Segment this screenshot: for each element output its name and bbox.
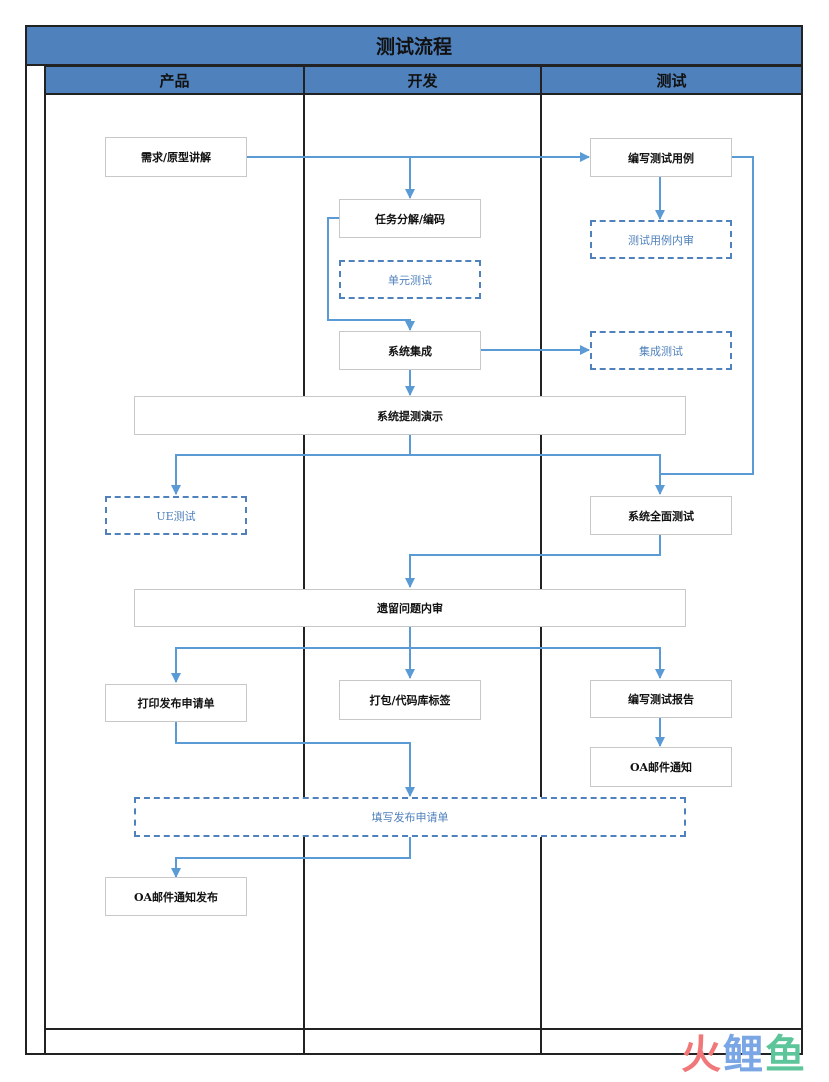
- node-oa-email: OA邮件通知: [590, 747, 732, 787]
- arrow-demo-to-fulltest: [410, 454, 665, 495]
- node-unit-test: 单元测试: [339, 260, 481, 299]
- arrow-fill-to-oarelease: [171, 837, 411, 878]
- arrow-fulltest-to-review: [405, 535, 661, 588]
- node-ue-test: UE测试: [105, 496, 247, 535]
- arrow-review-to-print: [171, 627, 411, 683]
- node-oa-release: OA邮件通知发布: [105, 877, 247, 916]
- node-full-test: 系统全面测试: [590, 496, 732, 535]
- watermark-char-2: 鲤: [723, 1032, 765, 1078]
- lane-header-test: 测试: [540, 65, 803, 95]
- lane-divider-product-dev: [303, 65, 305, 1055]
- node-integration-test: 集成测试: [590, 331, 732, 370]
- lane-header-product: 产品: [44, 65, 305, 95]
- node-requirements: 需求/原型讲解: [105, 137, 247, 177]
- node-print-release-form: 打印发布申请单: [105, 684, 247, 722]
- node-issue-review: 遗留问题内审: [134, 589, 686, 627]
- lane-divider-left: [44, 65, 46, 1055]
- arrow-demo-split: [171, 435, 411, 495]
- node-system-integration: 系统集成: [339, 331, 481, 370]
- node-write-cases: 编写测试用例: [590, 138, 732, 177]
- node-case-review: 测试用例内审: [590, 220, 732, 259]
- arrow-review-to-report: [410, 647, 665, 679]
- lane-footer-line: [44, 1028, 803, 1030]
- watermark-char-1: 火: [681, 1032, 723, 1078]
- node-task-coding: 任务分解/编码: [339, 199, 481, 238]
- arrow-print-to-fill: [175, 722, 415, 797]
- arrow-task-loop-to-integration: [327, 217, 415, 331]
- arrow-cases-loop-to-fulltest: [660, 156, 754, 475]
- lane-divider-dev-test: [540, 65, 542, 1055]
- node-package-tag: 打包/代码库标签: [339, 680, 481, 720]
- node-fill-release-form: 填写发布申请单: [134, 797, 686, 837]
- watermark-char-3: 鱼: [765, 1032, 807, 1078]
- node-system-demo: 系统提测演示: [134, 396, 686, 435]
- watermark-logo: 火鲤鱼: [681, 1022, 807, 1080]
- node-write-report: 编写测试报告: [590, 680, 732, 718]
